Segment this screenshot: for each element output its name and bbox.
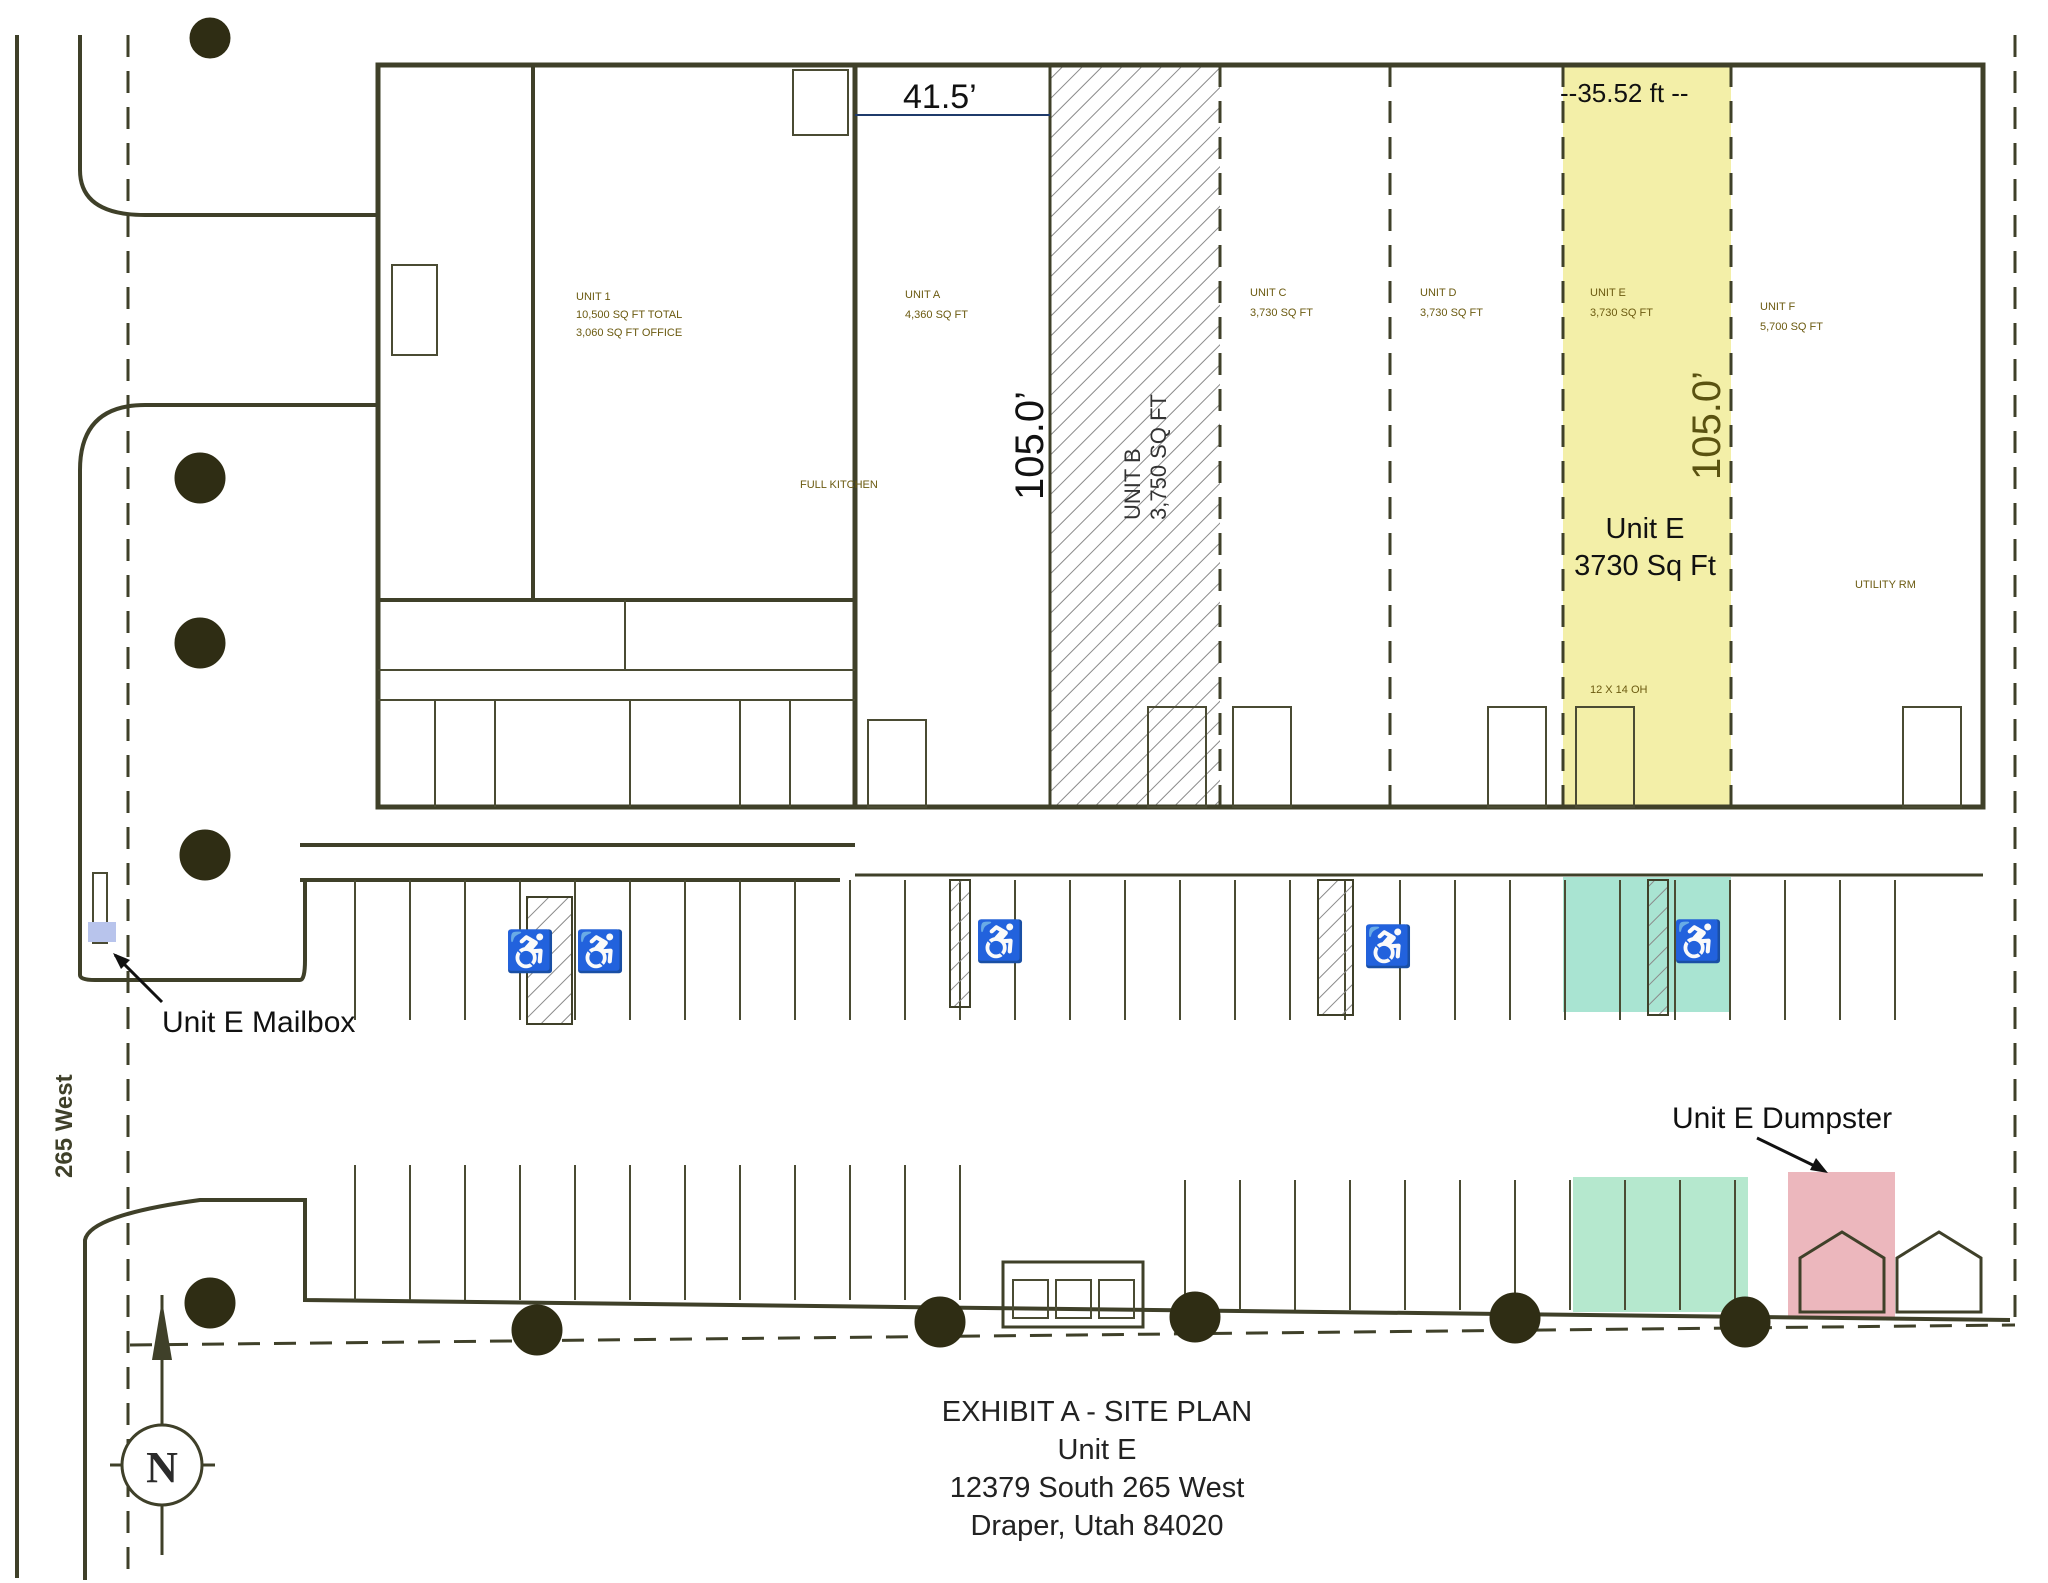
depth-dimension: 105.0’ [1008,391,1052,500]
tree-icons [174,17,1771,1356]
unit-b-hatch [1050,65,1220,805]
street-name: 265 West [51,1074,78,1178]
unit-a-area: 4,360 SQ FT [905,309,968,321]
rear-parking-stalls [354,1165,1736,1310]
exhibit-title: EXHIBIT A - SITE PLAN [942,1396,1253,1428]
mailbox-annotation: Unit E Mailbox [162,1006,355,1039]
unit-c-area: 3,730 SQ FT [1250,307,1313,319]
full-kitchen-label: FULL KITCHEN [800,479,878,491]
unit-e-title: Unit E [1606,513,1685,545]
compass-n-label: N [146,1443,178,1492]
unit-f-name: UNIT F [1760,301,1796,313]
unit-e-area: 3,730 SQ FT [1590,307,1653,319]
unit-e-width-dimension: --35.52 ft -- [1560,78,1689,108]
accessible-icon: ♿ [1673,918,1723,964]
unit-e-rear-parking [1573,1177,1748,1312]
unit-1-office-area: 3,060 SQ FT OFFICE [576,327,682,339]
unit-f-area: 5,700 SQ FT [1760,321,1823,333]
accessible-icon: ♿ [575,928,625,974]
exhibit-unit: Unit E [1058,1434,1137,1466]
unit-c-name: UNIT C [1250,287,1287,299]
unit-d-area: 3,730 SQ FT [1420,307,1483,319]
unit-e-name: UNIT E [1590,287,1626,299]
north-arrow-icon: N [110,1295,215,1555]
unit-1-total-area: 10,500 SQ FT TOTAL [576,309,682,321]
unit-e-depth-dimension: 105.0’ [1685,371,1729,480]
accessible-icon: ♿ [1363,923,1413,969]
exhibit-city: Draper, Utah 84020 [970,1510,1223,1542]
unit-e-dumpster-area [1788,1172,1895,1319]
unit-a-width-dimension: 41.5’ [903,78,977,116]
unit-e-sqft: 3730 Sq Ft [1574,550,1716,582]
unit-b-area: 3,750 SQ FT [1146,394,1171,520]
unit-d-name: UNIT D [1420,287,1457,299]
dumpster-annotation: Unit E Dumpster [1672,1102,1892,1135]
accessible-icon: ♿ [505,928,555,974]
unit-e-highlight [1563,65,1731,807]
unit-e-door-label: 12 X 14 OH [1590,684,1648,696]
exhibit-address: 12379 South 265 West [950,1472,1245,1504]
accessible-icon: ♿ [975,918,1025,964]
unit-a-name: UNIT A [905,289,941,301]
unit-b-name: UNIT B [1120,448,1145,520]
unit-1-name: UNIT 1 [576,291,611,303]
utility-room-label: UTILITY RM [1855,579,1916,591]
